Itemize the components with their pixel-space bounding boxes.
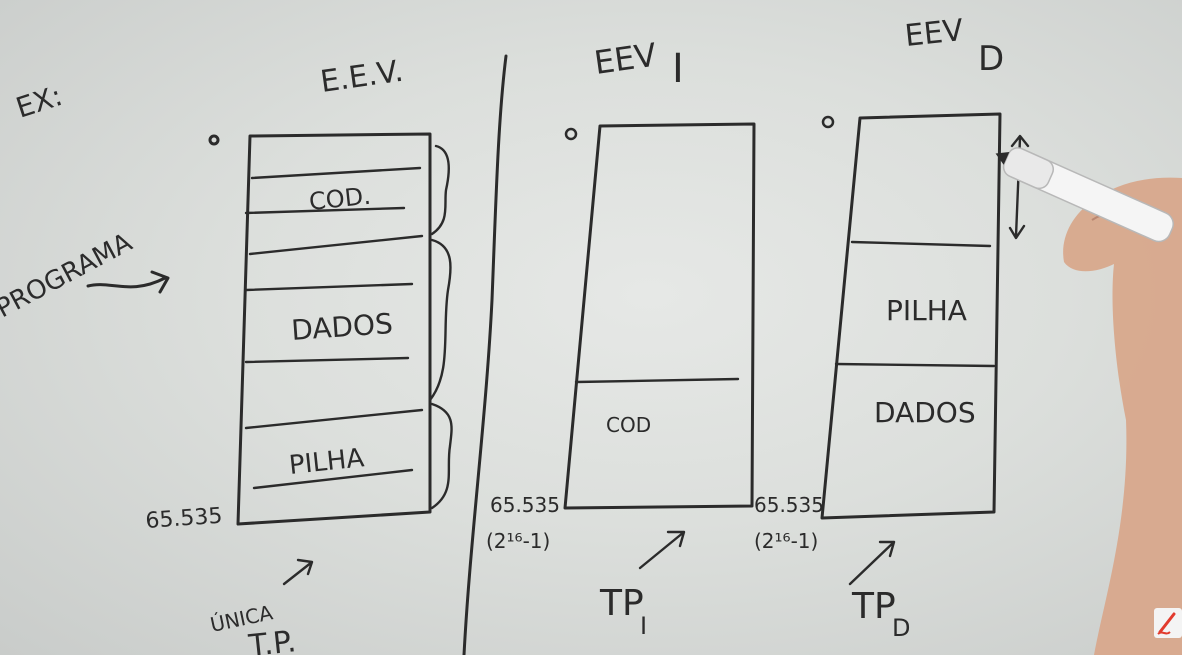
eev-i-tp-sub: I [640,612,647,640]
eev-i-subscript: I [672,46,684,92]
eev-i-end-address: 65.535 [490,493,560,517]
tp-d-arrow-icon [848,540,896,586]
eev-d-title: EEV [903,13,965,54]
eev-i-tp: TP [599,583,644,624]
pen-logo-icon [1157,612,1176,635]
eev-i-title: EEV [592,36,659,82]
eev-title: E.E.V. [318,54,405,100]
eev-note-tp: T.P. [246,624,298,655]
eev-d-end-formula: (2¹⁶-1) [754,529,818,553]
eev-i-memory-block [563,122,756,510]
eev-i-start-dot [564,127,578,141]
programa-label: PROGRAMA [0,227,137,324]
eev-d-tp: TP [851,586,896,627]
eev-d-tp-sub: D [892,614,910,642]
eev-d-section-pilha: PILHA [886,294,967,327]
unica-arrow-icon [282,558,314,586]
eev-section-dados: DADOS [290,307,394,347]
hand-holding-marker [995,147,1182,655]
eev-memory-block [236,132,453,526]
tp-i-arrow-icon [638,530,686,570]
eev-d-end-address: 65.535 [754,493,824,517]
eev-d-start-dot [821,115,835,129]
eev-i-end-formula: (2¹⁶-1) [486,529,550,553]
corner-logo [1154,608,1182,638]
programa-arrow-icon [86,270,170,294]
divider-line [462,54,508,655]
eev-i-section-cod: COD [606,413,651,437]
eev-d-memory-block [820,112,1002,520]
eev-start-dot [208,134,220,146]
ex-label: EX: [12,79,66,125]
eev-section-cod: COD. [308,182,372,216]
eev-d-section-dados: DADOS [874,396,976,429]
eev-d-subscript: D [978,39,1004,79]
eev-section-pilha: PILHA [288,443,366,481]
eev-end-address: 65.535 [145,504,224,534]
